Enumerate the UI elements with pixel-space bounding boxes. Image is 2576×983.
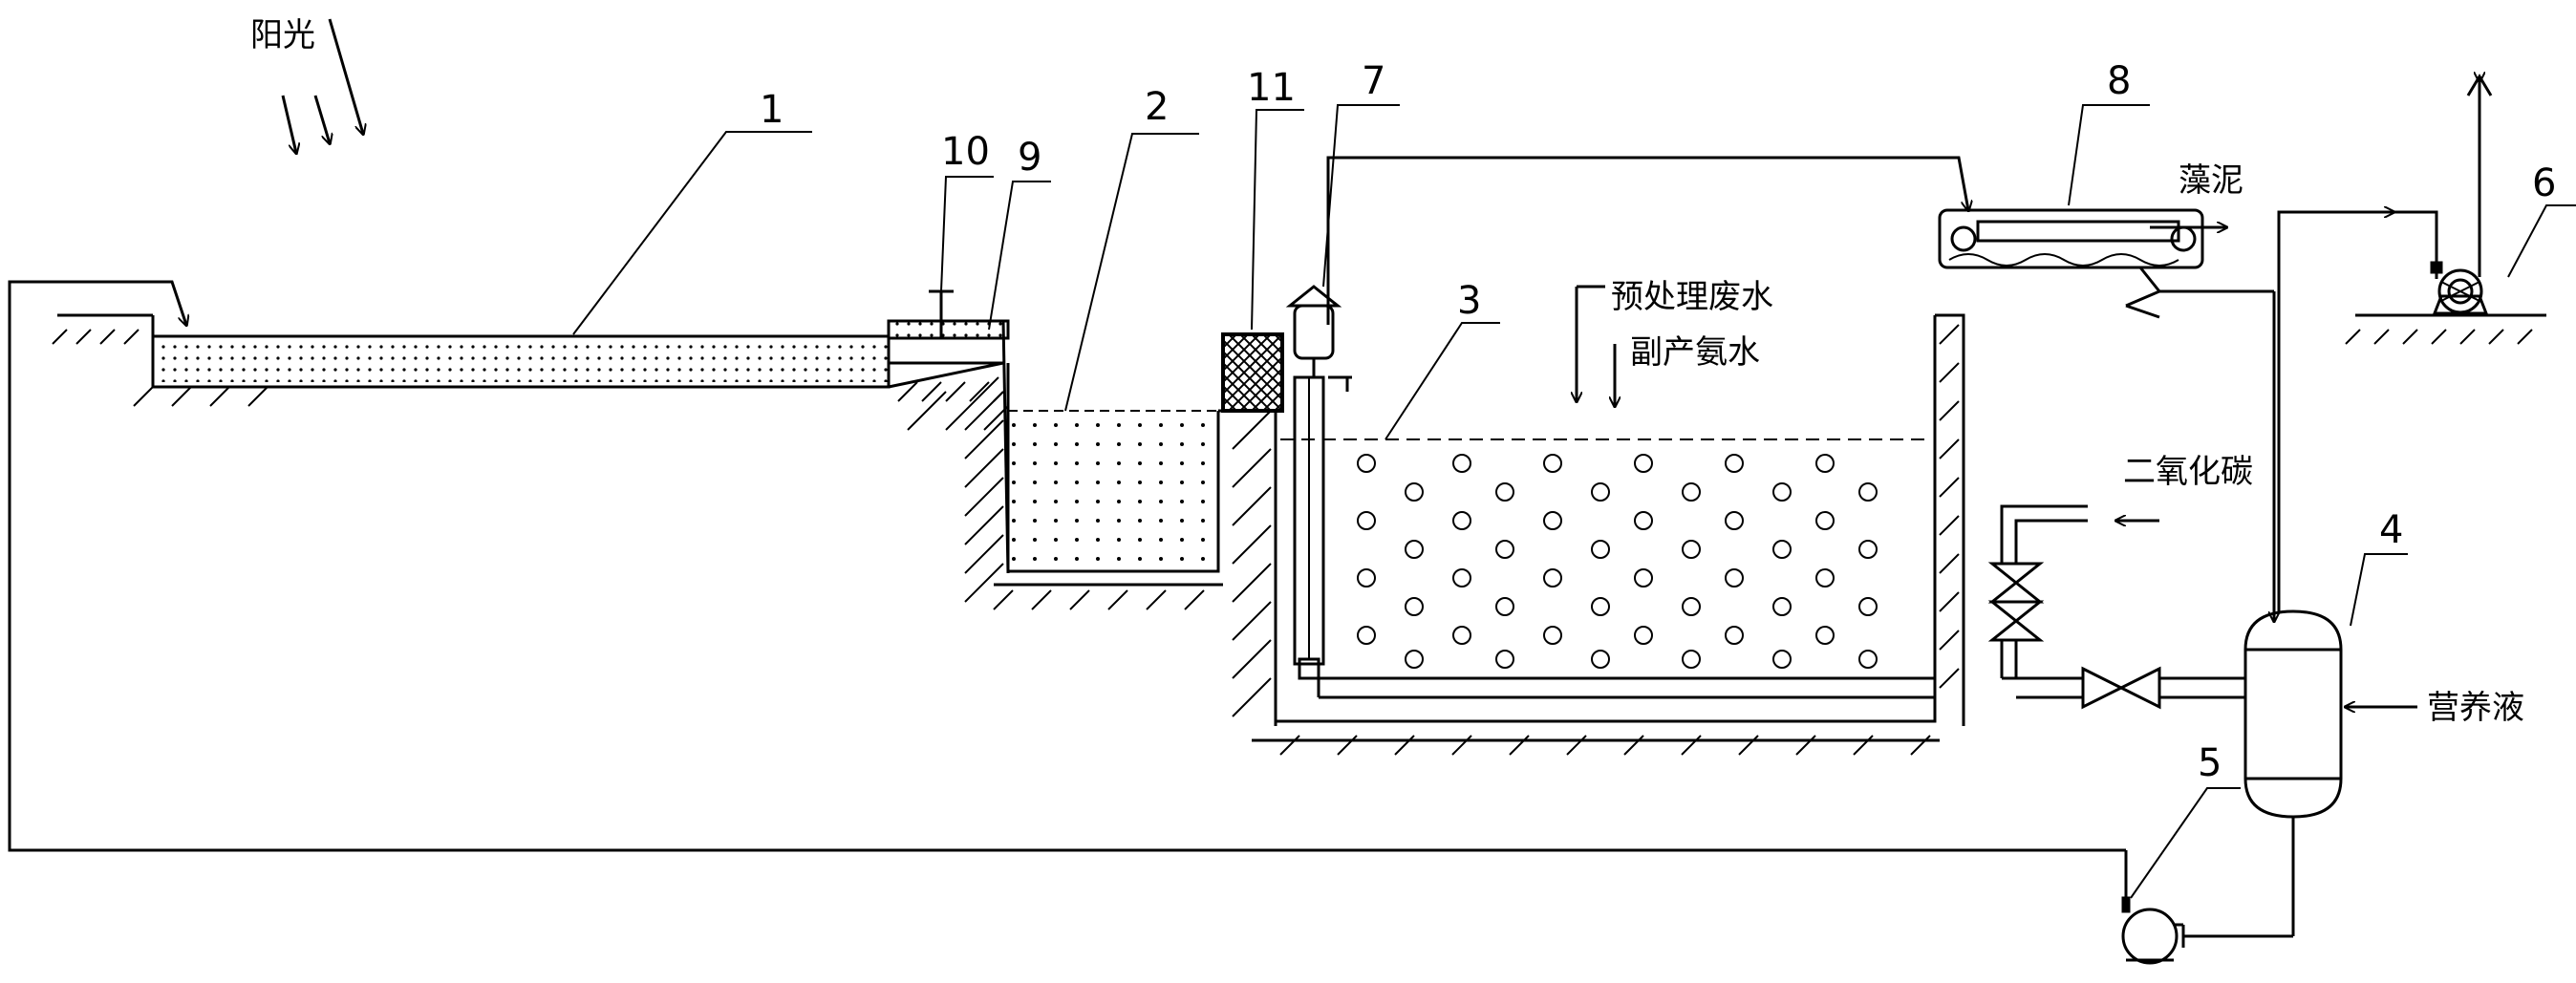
label-carbon-dioxide: 二氧化碳 — [2123, 453, 2253, 491]
bubble — [1815, 454, 1835, 473]
label-sunlight: 阳光 — [250, 16, 315, 54]
callout-9: 9 — [1018, 136, 1041, 180]
bubble — [1543, 568, 1562, 588]
reactor-tank — [1252, 313, 1965, 756]
bubble — [1495, 482, 1514, 502]
aeration-pipe — [1317, 676, 1935, 699]
bubble — [1357, 511, 1376, 530]
wall-1-2 — [964, 391, 1004, 603]
distributor-9 — [887, 319, 1010, 574]
bubble — [1858, 597, 1878, 616]
callout-leaders — [572, 104, 2576, 899]
callout-3: 3 — [1457, 279, 1481, 323]
bubble — [1725, 568, 1744, 588]
wall-2-3 — [1218, 409, 1277, 726]
callout-11: 11 — [1247, 66, 1296, 110]
ground-left — [52, 313, 153, 345]
bubble — [1634, 511, 1653, 530]
bubble — [1725, 626, 1744, 645]
bubble — [1682, 540, 1701, 559]
pipe-to-belt-filter — [1326, 156, 1968, 325]
label-nutrient-solution: 营养液 — [2427, 689, 2524, 727]
bubble — [1543, 454, 1562, 473]
bubble — [1591, 482, 1610, 502]
bubble — [1858, 540, 1878, 559]
bubble — [1725, 511, 1744, 530]
bubble — [1357, 626, 1376, 645]
bubble — [1682, 650, 1701, 669]
bubble — [1682, 597, 1701, 616]
callout-1: 1 — [760, 88, 784, 132]
bubble — [1858, 482, 1878, 502]
bubble — [1634, 626, 1653, 645]
bubble — [1357, 454, 1376, 473]
callout-8: 8 — [2107, 59, 2131, 103]
bubble — [1725, 454, 1744, 473]
bubble — [1452, 626, 1471, 645]
bubble — [1495, 540, 1514, 559]
callout-2: 2 — [1145, 85, 1169, 129]
bubble — [1357, 568, 1376, 588]
co2-line — [1987, 504, 2159, 699]
callout-5: 5 — [2198, 741, 2222, 785]
bubble — [1858, 650, 1878, 669]
bubble — [1543, 511, 1562, 530]
aeration-bubbles — [1357, 454, 1878, 669]
bubble — [1682, 482, 1701, 502]
bubble — [1591, 540, 1610, 559]
settling-tank — [993, 363, 1223, 610]
belt-filter-press-8 — [1938, 208, 2274, 621]
recirculation-pump-5 — [2121, 850, 2185, 965]
bubble — [1772, 540, 1792, 559]
nutrient-vessel-4 — [2183, 609, 2417, 938]
bubble — [1772, 597, 1792, 616]
callout-7: 7 — [1362, 59, 1385, 103]
horizontal-valve — [2081, 666, 2245, 710]
bubble — [1591, 650, 1610, 669]
bubble — [1452, 568, 1471, 588]
bubble — [1772, 650, 1792, 669]
raceway-pond — [133, 315, 1009, 431]
bubble — [1815, 511, 1835, 530]
filter-box-11 — [1221, 332, 1284, 413]
bubble — [1815, 626, 1835, 645]
bubble — [1815, 568, 1835, 588]
sunlight-arrows — [281, 18, 363, 153]
bubble — [1495, 597, 1514, 616]
label-algae-sludge: 藻泥 — [2179, 161, 2243, 200]
callout-4: 4 — [2379, 508, 2403, 552]
vacuum-pump-6 — [2277, 76, 2546, 611]
bubble — [1452, 454, 1471, 473]
callout-6: 6 — [2532, 161, 2556, 205]
bubble — [1405, 482, 1424, 502]
bubble — [1543, 626, 1562, 645]
bubble — [1405, 540, 1424, 559]
return-loop-pipe — [8, 280, 2126, 852]
bubble — [1634, 568, 1653, 588]
bubble — [1405, 597, 1424, 616]
bubble — [1591, 597, 1610, 616]
bubble — [1772, 482, 1792, 502]
bubble — [1634, 454, 1653, 473]
bubble — [1495, 650, 1514, 669]
callout-10: 10 — [941, 130, 990, 174]
submersible-pump-7 — [1285, 285, 1352, 680]
label-pretreated-wastewater: 预处理废水 — [1611, 278, 1773, 316]
label-byproduct-ammonia: 副产氨水 — [1630, 333, 1760, 372]
bubble — [1452, 511, 1471, 530]
bubble — [1405, 650, 1424, 669]
